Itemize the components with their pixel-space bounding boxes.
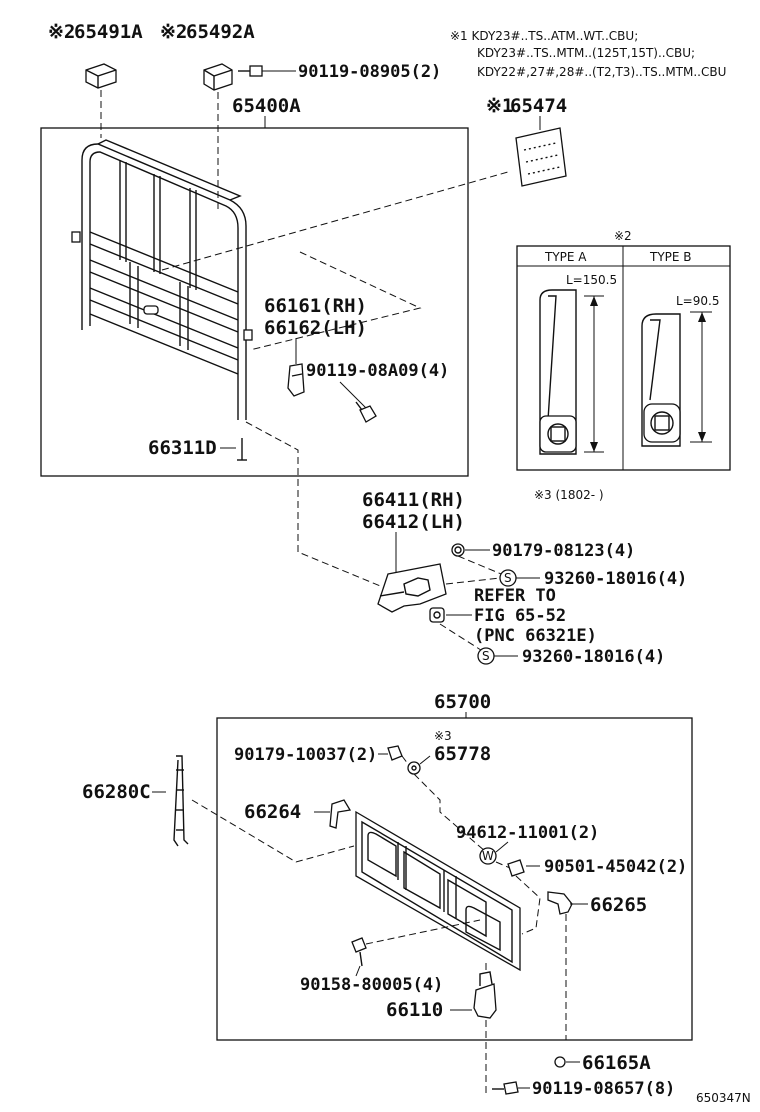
type-table-mark: ※2 bbox=[614, 229, 632, 243]
part-65700-tailgate[interactable] bbox=[355, 810, 521, 972]
label-66161[interactable]: 66161(RH) bbox=[264, 295, 367, 317]
box-65400A bbox=[40, 127, 469, 477]
part-66411-bracket[interactable] bbox=[377, 563, 447, 613]
part-66110-latch[interactable] bbox=[473, 971, 497, 1019]
ref-mark-65474: ※1 bbox=[486, 95, 513, 117]
dash-90179-08123 bbox=[457, 555, 507, 577]
part-65474-plate[interactable] bbox=[515, 127, 567, 187]
label-90179-10037[interactable]: 90179-10037(2) bbox=[234, 745, 377, 765]
label-65491A[interactable]: 65491A bbox=[74, 21, 143, 43]
label-66110[interactable]: 66110 bbox=[386, 999, 443, 1021]
dash-65474 bbox=[161, 171, 509, 271]
chain-66280C[interactable] bbox=[173, 755, 189, 847]
dash-94612 bbox=[495, 861, 511, 869]
dash-90179-10037 bbox=[401, 755, 409, 765]
bolt-90119-08657[interactable] bbox=[492, 1081, 519, 1095]
label-65474[interactable]: 65474 bbox=[510, 95, 567, 117]
ref-mark-65778: ※3 bbox=[434, 729, 452, 743]
part-66161-clip[interactable] bbox=[287, 363, 305, 397]
nut-90179-08123[interactable] bbox=[451, 543, 465, 557]
pin-90501[interactable] bbox=[507, 859, 525, 877]
label-90119-08A09[interactable]: 90119-08A09(4) bbox=[306, 361, 449, 381]
label-66411[interactable]: 66411(RH) bbox=[362, 489, 465, 511]
refer-line-2[interactable]: FIG 65-52 bbox=[474, 606, 566, 626]
label-66311D[interactable]: 66311D bbox=[148, 437, 217, 459]
dash-refer bbox=[439, 623, 485, 653]
type-b-drawing[interactable] bbox=[641, 311, 712, 447]
label-65700[interactable]: 65700 bbox=[434, 691, 491, 713]
label-66280C[interactable]: 66280C bbox=[82, 781, 151, 803]
part-66165A[interactable] bbox=[554, 1056, 566, 1068]
leader-65778 bbox=[419, 755, 431, 765]
label-66264[interactable]: 66264 bbox=[244, 801, 301, 823]
dash-93260-a bbox=[445, 577, 501, 585]
part-65492A[interactable] bbox=[203, 63, 233, 91]
washer-65778[interactable] bbox=[407, 761, 421, 775]
leader-90158 bbox=[355, 965, 361, 977]
type-a-header: TYPE A bbox=[544, 250, 587, 264]
dash-rack-cross bbox=[249, 251, 422, 351]
leader-94612 bbox=[495, 841, 509, 853]
s-mark-b: S bbox=[482, 649, 490, 663]
figure-code: 650347N bbox=[696, 1091, 751, 1105]
washer-93260-a[interactable]: S bbox=[499, 569, 517, 587]
dash-90158 bbox=[365, 919, 481, 945]
dash-65778 bbox=[413, 773, 487, 853]
ref-mark-65492A: ※2 bbox=[160, 21, 187, 43]
label-65492A[interactable]: 65492A bbox=[186, 21, 255, 43]
label-90501[interactable]: 90501-45042(2) bbox=[544, 857, 687, 877]
washer-93260-b[interactable]: S bbox=[477, 647, 495, 665]
hinge-66264[interactable] bbox=[329, 799, 352, 829]
part-65400A-rack[interactable] bbox=[71, 139, 253, 420]
note-1-line-2: KDY23#..TS..MTM..(125T,15T)..CBU; bbox=[477, 46, 695, 60]
label-66165A[interactable]: 66165A bbox=[582, 1052, 651, 1074]
type-a-length: L=150.5 bbox=[566, 273, 617, 287]
hinge-66265[interactable] bbox=[547, 891, 573, 915]
label-90119-08905[interactable]: 90119-08905(2) bbox=[298, 62, 441, 82]
label-65400A[interactable]: 65400A bbox=[232, 95, 301, 117]
type-b-length: L=90.5 bbox=[676, 294, 719, 308]
dash-90501 bbox=[515, 875, 541, 935]
label-66412[interactable]: 66412(LH) bbox=[362, 511, 465, 533]
note-1-line-3: KDY22#,27#,28#..(T2,T3)..TS..MTM..CBU bbox=[477, 65, 726, 79]
label-65778[interactable]: 65778 bbox=[434, 743, 491, 765]
nut-90179-10037[interactable] bbox=[387, 745, 403, 761]
note-1-line-1: ※1 KDY23#..TS..ATM..WT..CBU; bbox=[450, 29, 638, 43]
label-66265[interactable]: 66265 bbox=[590, 894, 647, 916]
leader-90119-08A09 bbox=[339, 381, 367, 409]
washer-94612[interactable]: W bbox=[479, 847, 497, 865]
part-65491A[interactable] bbox=[85, 63, 117, 89]
refer-line-1: REFER TO bbox=[474, 586, 556, 606]
pin-66311D[interactable] bbox=[237, 438, 247, 461]
nut-refer[interactable] bbox=[429, 607, 445, 623]
ref-mark-65491A: ※2 bbox=[48, 21, 75, 43]
label-90158[interactable]: 90158-80005(4) bbox=[300, 975, 443, 995]
note-3: ※3 (1802- ) bbox=[534, 488, 604, 502]
type-b-header: TYPE B bbox=[649, 250, 692, 264]
w-mark: W bbox=[482, 849, 494, 863]
bolt-90119-08A09[interactable] bbox=[355, 401, 377, 423]
type-a-drawing[interactable] bbox=[539, 289, 604, 455]
label-90119-08657[interactable]: 90119-08657(8) bbox=[532, 1079, 675, 1099]
s-mark-a: S bbox=[504, 571, 512, 585]
bolt-90158[interactable] bbox=[351, 937, 367, 967]
label-94612[interactable]: 94612-11001(2) bbox=[456, 823, 599, 843]
label-90179-08123[interactable]: 90179-08123(4) bbox=[492, 541, 635, 561]
label-66162[interactable]: 66162(LH) bbox=[264, 317, 367, 339]
box-65700 bbox=[216, 717, 693, 1041]
refer-line-3: (PNC 66321E) bbox=[474, 626, 597, 646]
label-93260-b[interactable]: 93260-18016(4) bbox=[522, 647, 665, 667]
dash-rack-to-bracket bbox=[245, 421, 391, 591]
label-93260-a[interactable]: 93260-18016(4) bbox=[544, 569, 687, 589]
dash-66280C bbox=[191, 799, 355, 863]
bolt-90119-08905[interactable] bbox=[238, 65, 263, 77]
